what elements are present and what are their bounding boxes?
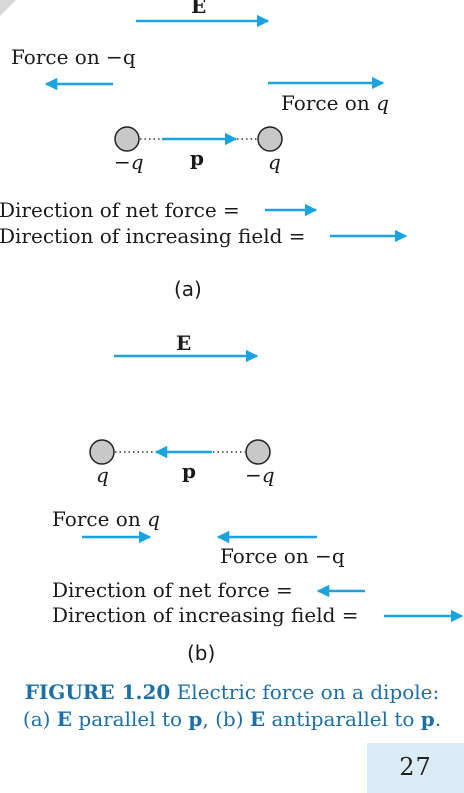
increasing-field-label-a: Direction of increasing field = bbox=[0, 224, 306, 248]
charge-pos-label-b: q bbox=[96, 463, 109, 487]
force-neg-label-b: Force on −q bbox=[220, 544, 345, 568]
field-label-b: E bbox=[176, 331, 192, 355]
dipole-label-b: p bbox=[182, 459, 196, 483]
page-number-box: 27 bbox=[367, 743, 464, 793]
page-number: 27 bbox=[399, 753, 432, 781]
charge-pos-label-a: q bbox=[268, 150, 281, 174]
caption-figure-label: FIGURE 1.20 bbox=[24, 680, 171, 704]
charge-pos-b bbox=[89, 439, 115, 465]
force-neg-label-a: Force on −q bbox=[11, 45, 136, 69]
net-force-label-a: Direction of net force = bbox=[0, 198, 240, 222]
caption-text-1: Electric force on a dipole: (a) bbox=[22, 680, 440, 731]
increasing-field-label-b: Direction of increasing field = bbox=[52, 603, 359, 627]
panel-tag-b: (b) bbox=[187, 641, 216, 665]
caption-text-4: antiparallel to bbox=[265, 707, 421, 731]
page-corner-mark bbox=[0, 0, 16, 16]
field-label-a: E bbox=[191, 0, 207, 18]
caption-symbol-e-1: E bbox=[56, 707, 73, 731]
charge-pos-a bbox=[257, 126, 283, 152]
charge-neg-label-b: −q bbox=[245, 463, 275, 487]
force-pos-prefix-b: Force on bbox=[52, 507, 148, 531]
charge-neg-label-a: −q bbox=[114, 150, 144, 174]
caption-text-2: parallel to bbox=[72, 707, 189, 731]
dipole-label-a: p bbox=[190, 146, 204, 170]
force-pos-label-b: Force on q bbox=[52, 508, 160, 530]
caption-text-3: , (b) bbox=[202, 707, 250, 731]
caption-symbol-p-2: p bbox=[420, 707, 435, 731]
force-pos-var-a: q bbox=[376, 91, 389, 115]
panel-tag-a: (a) bbox=[174, 277, 202, 301]
force-pos-var-b: q bbox=[147, 507, 160, 531]
force-pos-prefix-a: Force on bbox=[281, 91, 377, 115]
caption-symbol-e-2: E bbox=[249, 707, 266, 731]
net-force-label-b: Direction of net force = bbox=[52, 578, 293, 602]
caption-symbol-p-1: p bbox=[188, 707, 203, 731]
figure-caption: FIGURE 1.20 Electric force on a dipole: … bbox=[0, 679, 464, 733]
force-pos-label-a: Force on q bbox=[281, 92, 389, 114]
charge-neg-a bbox=[114, 126, 140, 152]
caption-text-5: . bbox=[434, 707, 442, 731]
charge-neg-b bbox=[245, 439, 271, 465]
